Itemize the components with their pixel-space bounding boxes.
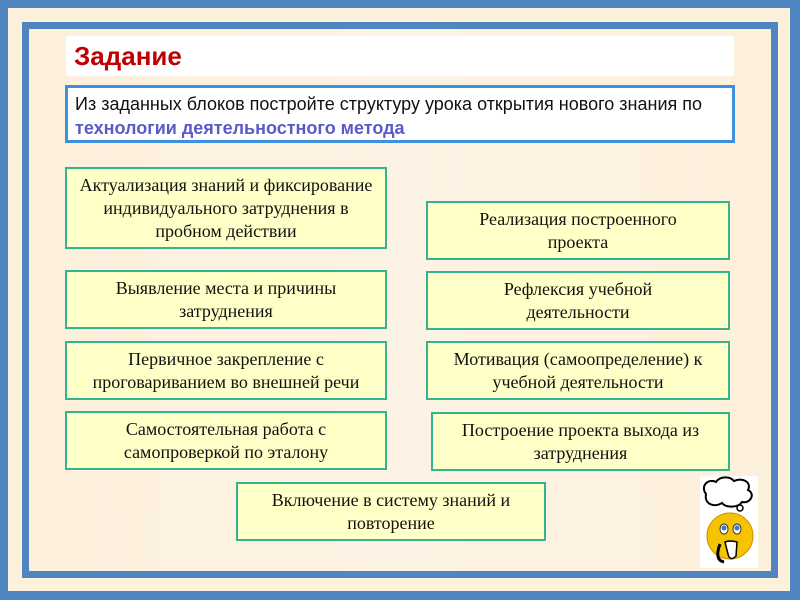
thinking-smiley-icon xyxy=(700,476,758,568)
lesson-block[interactable]: Реализация построенного проекта xyxy=(426,201,730,260)
task-instruction: Из заданных блоков постройте структуру у… xyxy=(75,94,703,114)
lesson-block[interactable]: Самостоятельная работа с самопроверкой п… xyxy=(65,411,387,470)
lesson-block[interactable]: Мотивация (самоопределение) к учебной де… xyxy=(426,341,730,400)
task-highlight: технологии деятельностного метода xyxy=(75,118,405,138)
lesson-block[interactable]: Рефлексия учебной деятельности xyxy=(426,271,730,330)
task-text: Из заданных блоков постройте структуру у… xyxy=(65,85,735,143)
lesson-block[interactable]: Выявление места и причины затруднения xyxy=(65,270,387,329)
lesson-block[interactable]: Включение в систему знаний и повторение xyxy=(236,482,546,541)
slide-title: Задание xyxy=(66,36,734,76)
lesson-block[interactable]: Первичное закрепление с проговариванием … xyxy=(65,341,387,400)
lesson-block[interactable]: Построение проекта выхода из затруднения xyxy=(431,412,730,471)
lesson-block[interactable]: Актуализация знаний и фиксирование индив… xyxy=(65,167,387,249)
